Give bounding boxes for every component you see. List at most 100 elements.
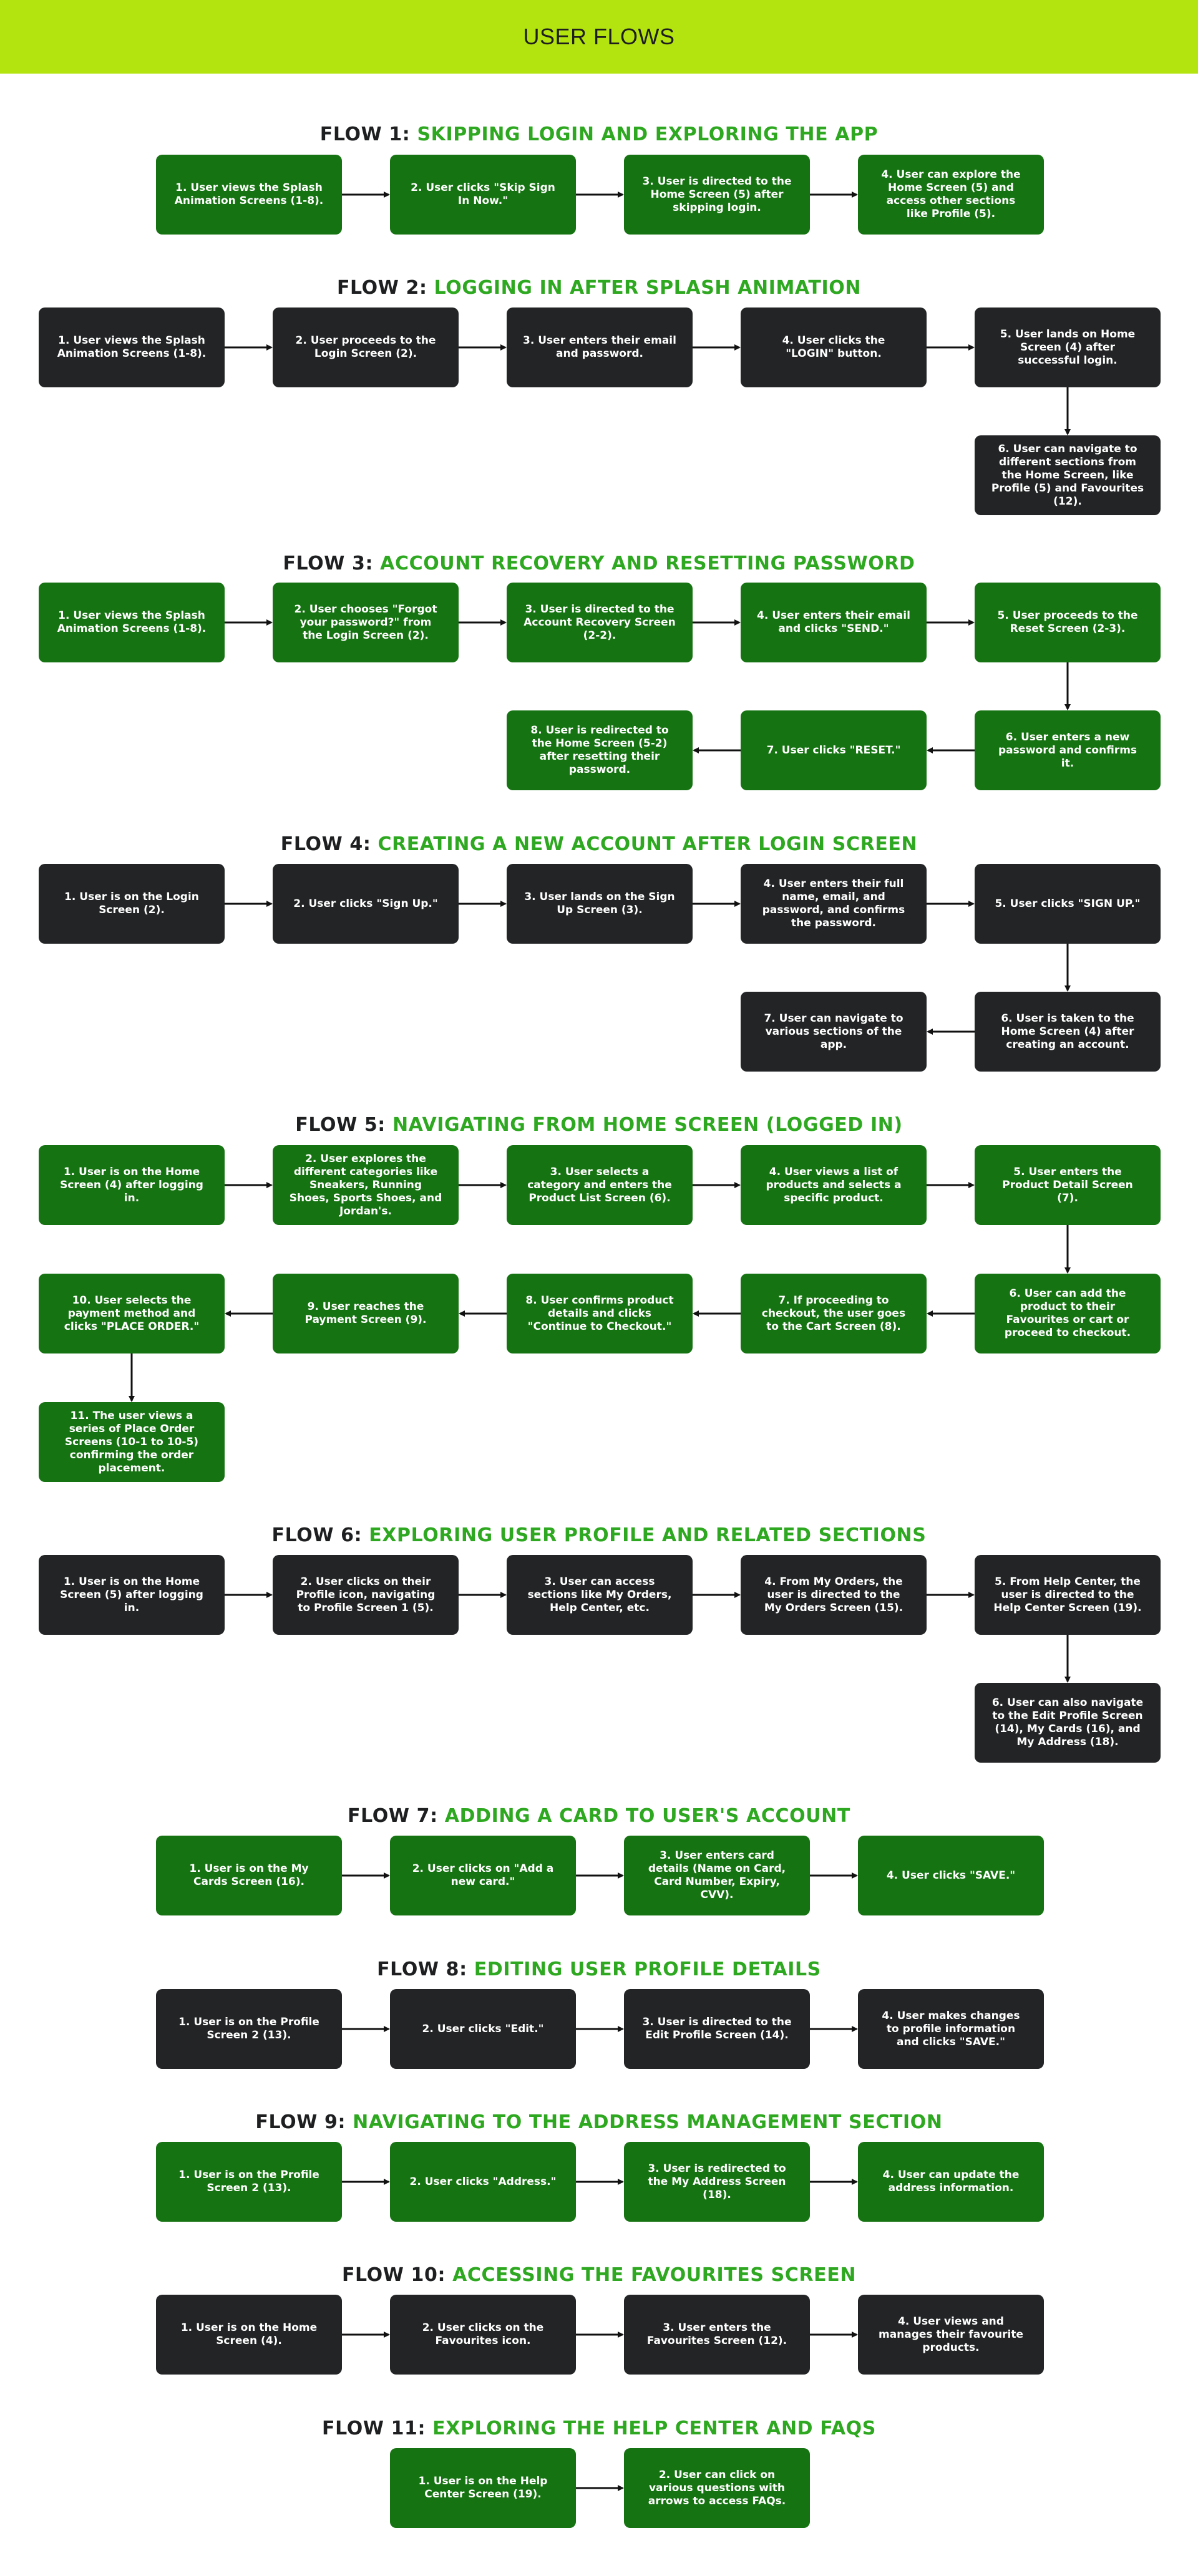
flow-1-step-2-text: 2. User clicks "Skip Sign In Now." — [411, 182, 555, 207]
flow-8-title: FLOW 8: EDITING USER PROFILE DETAILS — [0, 1959, 1198, 1980]
flow-4-step-4-text: 4. User enters their full name, email, a… — [762, 878, 905, 929]
flow-7-step-1-text: 1. User is on the My Cards Screen (16). — [189, 1862, 309, 1888]
flow-3-step-4: 4. User enters their email and clicks "S… — [741, 583, 927, 662]
flow-6-step-6: 6. User can also navigate to the Edit Pr… — [975, 1683, 1161, 1763]
flow-5-step-7-text: 7. If proceeding to checkout, the user g… — [761, 1294, 906, 1333]
flow-6-step-2-text: 2. User clicks on their Profile icon, na… — [296, 1575, 436, 1614]
flow-6-step-3: 3. User can access sections like My Orde… — [507, 1555, 693, 1635]
flow-4-title: FLOW 4: CREATING A NEW ACCOUNT AFTER LOG… — [0, 833, 1198, 855]
flow-4-step-6: 6. User is taken to the Home Screen (4) … — [975, 992, 1161, 1072]
flow-5-step-8-text: 8. User confirms product details and cli… — [525, 1294, 674, 1333]
flow-4-step-1-text: 1. User is on the Login Screen (2). — [64, 891, 199, 916]
flow-6-step-5: 5. From Help Center, the user is directe… — [975, 1555, 1161, 1635]
flow-2-name: LOGGING IN AFTER SPLASH ANIMATION — [434, 277, 862, 299]
flow-6-step-3-text: 3. User can access sections like My Orde… — [527, 1575, 672, 1614]
flow-2-step-3: 3. User enters their email and password. — [507, 307, 693, 387]
flow-1-step-3-text: 3. User is directed to the Home Screen (… — [642, 175, 792, 214]
flow-3-label: FLOW 3: — [283, 553, 374, 574]
flow-6-step-1: 1. User is on the Home Screen (5) after … — [39, 1555, 225, 1635]
flow-5-step-4: 4. User views a list of products and sel… — [741, 1145, 927, 1225]
flow-9-label: FLOW 9: — [255, 2111, 346, 2133]
flow-4-step-3: 3. User lands on the Sign Up Screen (3). — [507, 864, 693, 944]
flow-8-step-4-text: 4. User makes changes to profile informa… — [882, 2009, 1020, 2048]
flow-2-step-4: 4. User clicks the "LOGIN" button. — [741, 307, 927, 387]
flow-9-title: FLOW 9: NAVIGATING TO THE ADDRESS MANAGE… — [0, 2111, 1198, 2133]
flow-3-step-7: 7. User clicks "RESET." — [741, 710, 927, 790]
flow-10-step-3: 3. User enters the Favourites Screen (12… — [624, 2295, 810, 2375]
flow-5-step-9-text: 9. User reaches the Payment Screen (9). — [304, 1300, 427, 1326]
flow-5-step-11: 11. The user views a series of Place Ord… — [39, 1402, 225, 1482]
flow-1-title: FLOW 1: SKIPPING LOGIN AND EXPLORING THE… — [0, 123, 1198, 145]
flow-4-step-3-text: 3. User lands on the Sign Up Screen (3). — [524, 891, 675, 916]
flow-4-step-5-text: 5. User clicks "SIGN UP." — [995, 897, 1141, 910]
flow-10-step-1-text: 1. User is on the Home Screen (4). — [180, 2322, 318, 2347]
flow-5-step-5-text: 5. User enters the Product Detail Screen… — [1002, 1165, 1133, 1204]
flow-1-name: SKIPPING LOGIN AND EXPLORING THE APP — [417, 123, 879, 145]
flow-3-step-7-text: 7. User clicks "RESET." — [766, 743, 901, 757]
flow-8-step-1: 1. User is on the Profile Screen 2 (13). — [156, 1989, 342, 2069]
flow-8-step-2-text: 2. User clicks "Edit." — [422, 2022, 544, 2035]
flow-11-step-2: 2. User can click on various questions w… — [624, 2448, 810, 2528]
flow-7-step-4-text: 4. User clicks "SAVE." — [886, 1869, 1016, 1882]
flow-3-step-1: 1. User views the Splash Animation Scree… — [39, 583, 225, 662]
flow-3-step-1-text: 1. User views the Splash Animation Scree… — [57, 609, 207, 635]
flow-10-step-3-text: 3. User enters the Favourites Screen (12… — [646, 2322, 787, 2347]
flow-7-name: ADDING A CARD TO USER'S ACCOUNT — [444, 1805, 850, 1827]
flow-9-step-1: 1. User is on the Profile Screen 2 (13). — [156, 2142, 342, 2222]
flow-5-step-1: 1. User is on the Home Screen (4) after … — [39, 1145, 225, 1225]
flow-11-step-1-text: 1. User is on the Help Center Screen (19… — [418, 2475, 548, 2501]
flow-1-step-2: 2. User clicks "Skip Sign In Now." — [390, 155, 576, 235]
flow-7-title: FLOW 7: ADDING A CARD TO USER'S ACCOUNT — [0, 1805, 1198, 1827]
flow-3-step-2: 2. User chooses "Forgot your password?" … — [273, 583, 459, 662]
flow-9-step-3: 3. User is redirected to the My Address … — [624, 2142, 810, 2222]
flow-4-step-6-text: 6. User is taken to the Home Screen (4) … — [1001, 1012, 1134, 1051]
flow-5-step-5: 5. User enters the Product Detail Screen… — [975, 1145, 1161, 1225]
flow-10-name: ACCESSING THE FAVOURITES SCREEN — [452, 2264, 857, 2286]
flow-8-step-1-text: 1. User is on the Profile Screen 2 (13). — [178, 2016, 319, 2041]
flow-3-step-4-text: 4. User enters their email and clicks "S… — [757, 609, 910, 635]
flow-11-label: FLOW 11: — [322, 2418, 426, 2439]
flow-5-step-10: 10. User selects the payment method and … — [39, 1274, 225, 1353]
flow-3-step-6: 6. User enters a new password and confir… — [975, 710, 1161, 790]
flow-6-step-6-text: 6. User can also navigate to the Edit Pr… — [991, 1697, 1144, 1748]
page-title: USER FLOWS — [523, 24, 675, 49]
flow-10-label: FLOW 10: — [341, 2264, 446, 2286]
flow-4-step-2-text: 2. User clicks "Sign Up." — [293, 897, 438, 910]
flow-3-step-8: 8. User is redirected to the Home Screen… — [507, 710, 693, 790]
flow-9-step-4-text: 4. User can update the address informati… — [882, 2169, 1020, 2194]
flow-11-step-2-text: 2. User can click on various questions w… — [648, 2468, 786, 2507]
header-banner: USER FLOWS — [0, 0, 1198, 74]
flow-6-title: FLOW 6: EXPLORING USER PROFILE AND RELAT… — [0, 1524, 1198, 1546]
flow-2-step-6-text: 6. User can navigate to different sectio… — [991, 442, 1144, 508]
flow-8-step-3-text: 3. User is directed to the Edit Profile … — [642, 2016, 792, 2041]
flow-11-title: FLOW 11: EXPLORING THE HELP CENTER AND F… — [0, 2418, 1198, 2439]
flow-5-step-4-text: 4. User views a list of products and sel… — [766, 1165, 902, 1204]
flow-1-step-1-text: 1. User views the Splash Animation Scree… — [174, 182, 324, 207]
flow-10-title: FLOW 10: ACCESSING THE FAVOURITES SCREEN — [0, 2264, 1198, 2286]
flow-4-step-7: 7. User can navigate to various sections… — [741, 992, 927, 1072]
flow-5-step-2: 2. User explores the different categorie… — [273, 1145, 459, 1225]
flow-3-step-5: 5. User proceeds to the Reset Screen (2-… — [975, 583, 1161, 662]
flow-8-name: EDITING USER PROFILE DETAILS — [474, 1959, 821, 1980]
flow-2-step-5-text: 5. User lands on Home Screen (4) after s… — [1000, 327, 1136, 367]
flow-7-label: FLOW 7: — [348, 1805, 438, 1827]
flow-2-step-3-text: 3. User enters their email and password. — [523, 334, 676, 360]
flow-7-step-3: 3. User enters card details (Name on Car… — [624, 1836, 810, 1915]
flow-5-step-9: 9. User reaches the Payment Screen (9). — [273, 1274, 459, 1353]
flow-5-step-7: 7. If proceeding to checkout, the user g… — [741, 1274, 927, 1353]
flow-4-step-1: 1. User is on the Login Screen (2). — [39, 864, 225, 944]
flow-3-name: ACCOUNT RECOVERY AND RESETTING PASSWORD — [380, 553, 915, 574]
flow-3-step-3-text: 3. User is directed to the Account Recov… — [524, 603, 676, 642]
flow-9-step-3-text: 3. User is redirected to the My Address … — [648, 2162, 786, 2201]
flow-3-step-2-text: 2. User chooses "Forgot your password?" … — [294, 603, 437, 642]
flow-10-step-4: 4. User views and manages their favourit… — [858, 2295, 1044, 2375]
flow-10-step-2-text: 2. User clicks on the Favourites icon. — [422, 2322, 544, 2347]
flow-4-step-4: 4. User enters their full name, email, a… — [741, 864, 927, 944]
flow-9-step-1-text: 1. User is on the Profile Screen 2 (13). — [178, 2169, 319, 2194]
flow-2-step-1-text: 1. User views the Splash Animation Scree… — [57, 334, 207, 360]
flow-1-step-4: 4. User can explore the Home Screen (5) … — [858, 155, 1044, 235]
flow-6-step-4: 4. From My Orders, the user is directed … — [741, 1555, 927, 1635]
flow-5-label: FLOW 5: — [295, 1114, 386, 1136]
flow-2-step-1: 1. User views the Splash Animation Scree… — [39, 307, 225, 387]
flow-2-label: FLOW 2: — [336, 277, 427, 299]
